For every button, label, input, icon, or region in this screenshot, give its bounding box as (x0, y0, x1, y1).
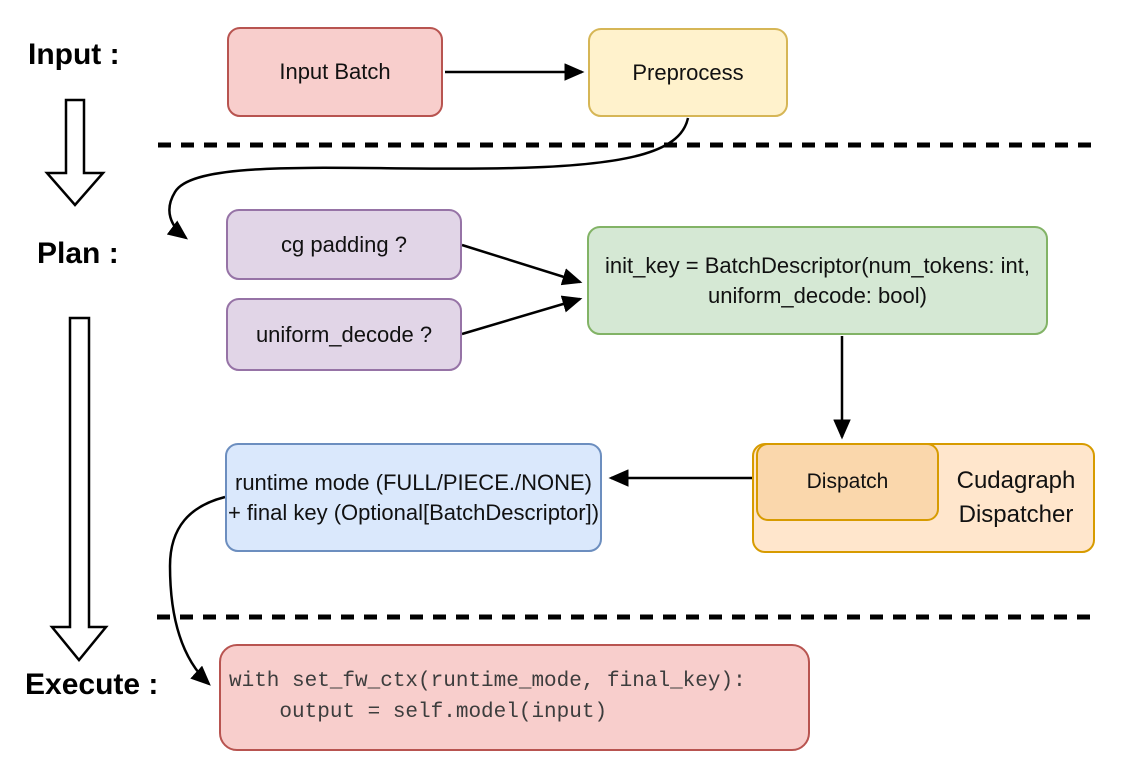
node-cg-padding-label: cg padding ? (281, 231, 407, 257)
cudagraph-line1: Cudagraph (956, 467, 1076, 495)
node-init-key-line1: init_key = BatchDescriptor(num_tokens: i… (605, 252, 1030, 278)
node-preprocess: Preprocess (588, 28, 788, 117)
node-input-batch: Input Batch (227, 27, 443, 117)
node-uniform-decode-label: uniform_decode ? (255, 321, 433, 347)
node-uniform-decode: uniform_decode ? (226, 298, 462, 371)
arrow-preprocess-to-cgpadding (166, 117, 690, 240)
phase-label-plan: Plan : (37, 237, 119, 270)
arrow-uniformdecode-to-initkey (461, 295, 583, 336)
node-init-key-line2: uniform_decode: bool) (708, 282, 927, 308)
node-runtime-mode: runtime mode (FULL/PIECE./NONE) + final … (225, 443, 602, 552)
phase-label-execute: Execute : (25, 668, 159, 701)
node-cudagraph-dispatcher: Dispatch Cudagraph Dispatcher (752, 443, 1095, 553)
node-cudagraph-dispatcher-label: Cudagraph Dispatcher (937, 445, 1095, 551)
node-dispatch-label: Dispatch (806, 469, 889, 493)
node-execute-code: with set_fw_ctx(runtime_mode, final_key)… (219, 644, 810, 751)
down-arrow-icon (44, 98, 106, 207)
node-cg-padding: cg padding ? (226, 209, 462, 280)
node-dispatch: Dispatch (756, 443, 939, 521)
node-runtime-mode-line2: + final key (Optional[BatchDescriptor]) (227, 499, 600, 525)
phase-label-input: Input : (28, 38, 120, 71)
execute-code-line2: output = self.model(input) (229, 700, 608, 724)
node-preprocess-label: Preprocess (632, 59, 744, 85)
arrow-cgpadding-to-initkey (461, 243, 583, 286)
execute-code-line1: with set_fw_ctx(runtime_mode, final_key)… (229, 670, 746, 694)
node-input-batch-label: Input Batch (279, 59, 391, 85)
cudagraph-line2: Dispatcher (958, 501, 1074, 528)
arrow-runtimemode-to-executecode (168, 495, 226, 686)
node-runtime-mode-line1: runtime mode (FULL/PIECE./NONE) (235, 469, 592, 495)
node-init-key: init_key = BatchDescriptor(num_tokens: i… (587, 226, 1048, 335)
down-arrow-icon (49, 316, 109, 662)
